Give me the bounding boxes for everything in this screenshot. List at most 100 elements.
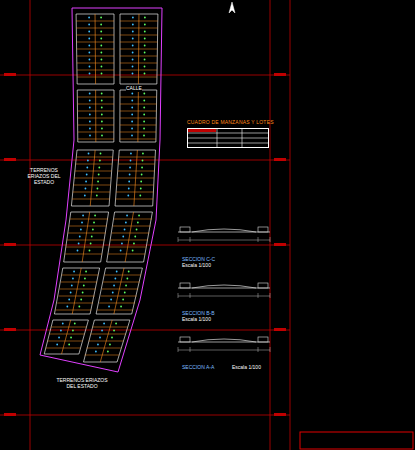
lot-marker: [101, 59, 103, 61]
lot-marker: [100, 24, 102, 26]
lot-marker: [122, 236, 124, 238]
block-outline: [115, 150, 155, 206]
lot-marker: [101, 93, 103, 95]
lot-marker: [58, 337, 60, 339]
block-outline: [84, 320, 130, 362]
lot-line: [57, 303, 93, 304]
lot-marker: [143, 128, 145, 130]
lot-marker: [97, 188, 99, 190]
lot-line: [77, 97, 114, 98]
section-caption: Escala 1/100: [182, 317, 211, 323]
lot-marker: [140, 181, 142, 183]
lot-marker: [131, 107, 133, 109]
lot-marker: [114, 278, 116, 280]
lot-marker: [126, 278, 128, 280]
lot-line: [120, 132, 156, 133]
lot-marker: [144, 66, 146, 68]
lot-marker: [101, 121, 103, 123]
lot-line: [76, 21, 114, 22]
coordinate-grid: [0, 0, 290, 450]
section-caption: SECCION C-C: [182, 257, 215, 263]
lot-line: [75, 171, 112, 172]
lot-marker: [132, 66, 134, 68]
lot-line: [109, 247, 146, 248]
lot-marker: [120, 306, 122, 308]
block-outline: [107, 212, 153, 262]
lot-marker: [100, 31, 102, 33]
lot-marker: [99, 160, 101, 162]
lot-line: [51, 327, 86, 328]
lot-marker: [144, 31, 146, 33]
lot-line: [69, 226, 107, 227]
lot-marker: [78, 243, 80, 245]
lot-marker: [129, 174, 131, 176]
lot-marker: [133, 243, 135, 245]
lot-marker: [88, 45, 90, 47]
lot-marker: [87, 160, 89, 162]
lot-line: [120, 63, 157, 64]
lot-marker: [78, 306, 80, 308]
lot-line: [120, 42, 157, 43]
lot-marker: [88, 52, 90, 54]
area-note: TERRENOS ERIAZOS DEL ESTADO: [20, 168, 68, 185]
lot-marker: [144, 52, 146, 54]
lot-marker: [89, 73, 91, 75]
lot-line: [74, 178, 111, 179]
lot-line: [113, 226, 151, 227]
lot-marker: [103, 323, 105, 325]
lot-marker: [144, 73, 146, 75]
lot-marker: [83, 285, 85, 287]
lot-marker: [66, 306, 68, 308]
lot-marker: [86, 167, 88, 169]
lot-line: [111, 240, 149, 241]
lot-marker: [56, 344, 58, 346]
blocks-and-lots: [40, 8, 162, 372]
lot-marker: [96, 195, 98, 197]
lot-line: [120, 56, 157, 57]
road-sections: [178, 227, 270, 352]
lot-line: [73, 192, 110, 193]
lot-line: [77, 77, 114, 78]
lot-line: [87, 348, 122, 349]
lot-marker: [137, 222, 139, 224]
lot-marker: [141, 167, 143, 169]
lot-marker: [91, 236, 93, 238]
lot-line: [78, 132, 114, 133]
lot-line: [118, 164, 155, 165]
lot-marker: [85, 188, 87, 190]
lot-marker: [100, 38, 102, 40]
lot-line: [117, 185, 154, 186]
lot-marker: [82, 215, 84, 217]
lot-marker: [101, 114, 103, 116]
lot-marker: [72, 330, 74, 332]
lot-marker: [89, 107, 91, 109]
lot-marker: [73, 271, 75, 273]
lot-line: [61, 282, 97, 283]
lot-marker: [110, 299, 112, 301]
lot-line: [62, 275, 99, 276]
area-note: TERRENOS ERIAZOS DEL ESTADO: [52, 378, 112, 390]
lot-marker: [144, 38, 146, 40]
lot-marker: [85, 271, 87, 273]
lot-line: [114, 219, 152, 220]
lot-marker: [107, 351, 109, 353]
lot-line: [120, 125, 156, 126]
lot-marker: [101, 330, 103, 332]
lot-marker: [86, 174, 88, 176]
lot-marker: [71, 285, 73, 287]
block-outline: [44, 320, 88, 354]
street-name: CALLE: [126, 86, 142, 92]
lot-marker: [132, 250, 134, 252]
lot-marker: [89, 128, 91, 130]
lot-marker: [128, 188, 130, 190]
lot-line: [116, 199, 153, 200]
road-section: [178, 227, 270, 242]
lot-marker: [92, 229, 94, 231]
lot-marker: [101, 128, 103, 130]
lot-marker: [113, 285, 115, 287]
lot-marker: [143, 93, 145, 95]
lot-line: [59, 296, 95, 297]
lot-line: [120, 70, 157, 71]
lot-line: [68, 233, 106, 234]
lot-line: [101, 296, 137, 297]
